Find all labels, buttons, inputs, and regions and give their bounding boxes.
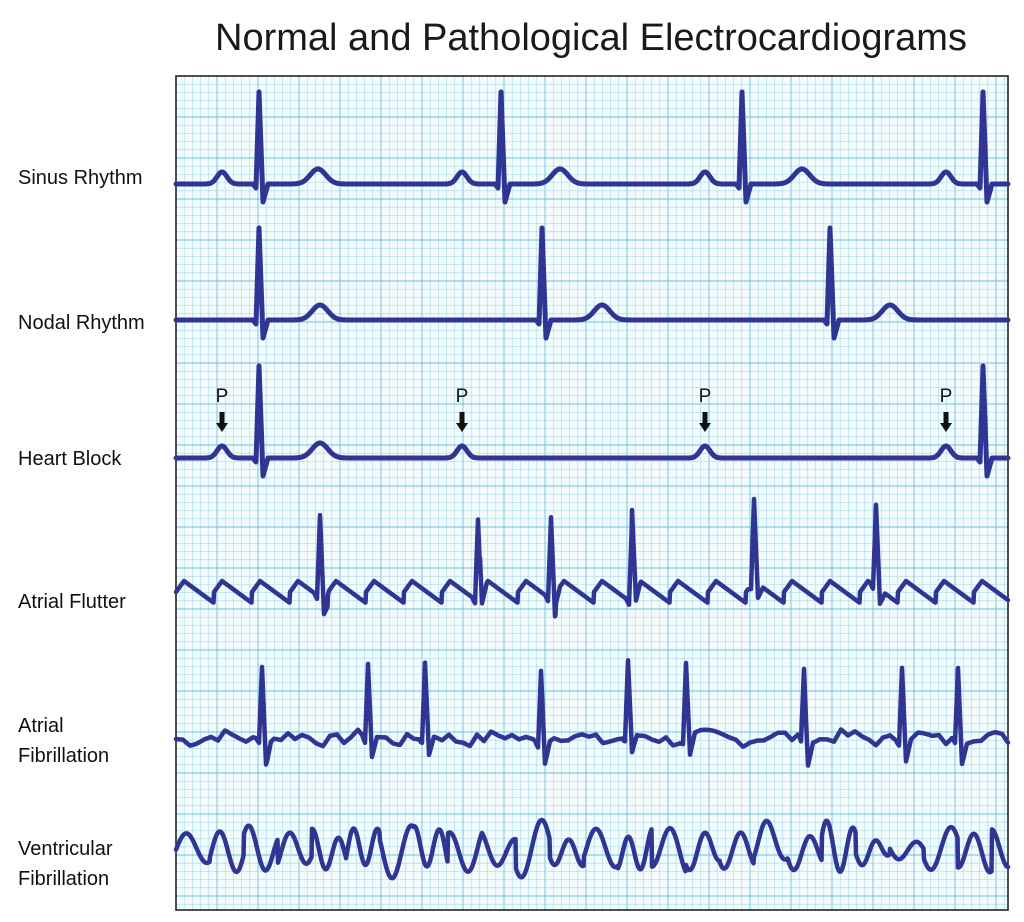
trace-sinus-rhythm xyxy=(173,89,1011,205)
down-arrow-icon xyxy=(216,412,228,432)
trace-nodal-rhythm xyxy=(173,225,1011,341)
down-arrow-icon xyxy=(699,412,711,432)
label-line: Ventricular xyxy=(18,838,113,860)
trace-atrial-fibrillation xyxy=(173,658,1011,768)
down-arrow-icon xyxy=(456,412,468,432)
label-atrial-flutter: Atrial Flutter xyxy=(18,591,126,613)
ecg-traces xyxy=(173,89,1011,881)
trace-heart-block xyxy=(173,363,1011,479)
label-heart-block: Heart Block xyxy=(18,448,122,470)
page-title: Normal and Pathological Electrocardiogra… xyxy=(215,17,967,59)
label-atrial-fibrillation: Atrial Fibrillation xyxy=(18,713,109,769)
grid-border xyxy=(175,75,1009,911)
label-ventricular-fibrillation: Ventricular Fibrillation xyxy=(18,836,113,892)
label-line: Fibrillation xyxy=(18,868,110,890)
label-line: Fibrillation xyxy=(18,745,110,767)
down-arrow-icon xyxy=(940,412,952,432)
p-marker-label: P xyxy=(216,386,229,407)
trace-ventricular-fibrillation xyxy=(173,817,1011,881)
label-sinus-rhythm: Sinus Rhythm xyxy=(18,167,143,189)
label-line: Atrial xyxy=(18,715,64,737)
trace-atrial-flutter xyxy=(173,496,1011,619)
p-marker-label: P xyxy=(699,386,712,407)
grid-background xyxy=(176,76,1008,910)
p-marker-label: P xyxy=(456,386,469,407)
p-marker-label: P xyxy=(940,386,953,407)
label-nodal-rhythm: Nodal Rhythm xyxy=(18,312,145,334)
